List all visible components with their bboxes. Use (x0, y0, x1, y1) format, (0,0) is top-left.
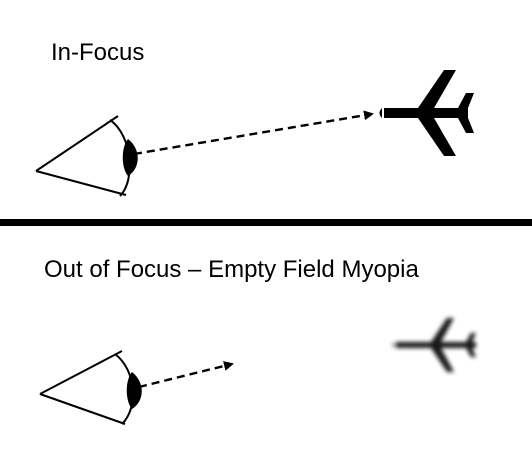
top-sight-arrow (133, 110, 374, 156)
bottom-eye-icon (39, 350, 142, 425)
bottom-blurred-airplane-icon (392, 318, 476, 372)
top-eye-icon (35, 115, 138, 197)
section-divider (0, 219, 532, 226)
top-airplane-icon (379, 70, 474, 156)
in-focus-label: In-Focus (51, 39, 145, 66)
out-of-focus-label: Out of Focus – Empty Field Myopia (44, 256, 419, 283)
bottom-sight-arrow (138, 361, 234, 389)
